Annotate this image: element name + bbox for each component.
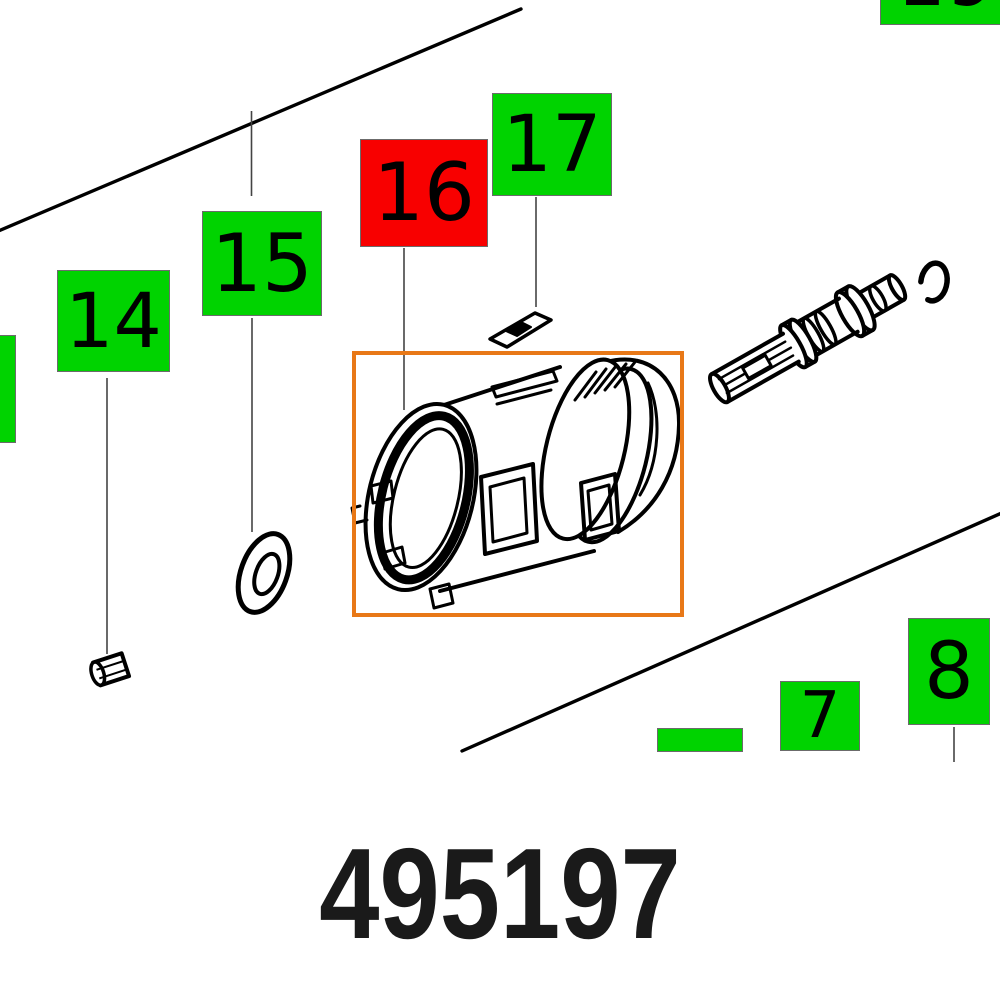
callout-7[interactable]: 7 <box>780 681 860 751</box>
callout-partial-left[interactable] <box>0 335 16 443</box>
snap-ring-drawing <box>918 260 950 304</box>
callout-19[interactable]: 19 <box>880 0 1000 25</box>
callout-16-selected[interactable]: 16 <box>360 139 488 247</box>
callout-partial-mid[interactable] <box>657 728 743 752</box>
hex-nut-drawing <box>89 651 132 688</box>
leader-lines <box>106 111 955 762</box>
callout-14[interactable]: 14 <box>57 270 170 372</box>
flat-clip-drawing <box>488 311 553 349</box>
selected-part-highlight-box <box>352 351 684 617</box>
frame-diagonal-lines <box>0 7 1000 753</box>
callout-15[interactable]: 15 <box>202 211 322 316</box>
callout-8[interactable]: 8 <box>908 618 990 725</box>
part-number-text: 495197 <box>319 822 681 966</box>
callout-17[interactable]: 17 <box>492 93 612 196</box>
washer-drawing <box>235 531 293 615</box>
gear-housing-drawing[interactable] <box>348 351 682 610</box>
spindle-shaft-drawing <box>708 273 908 405</box>
